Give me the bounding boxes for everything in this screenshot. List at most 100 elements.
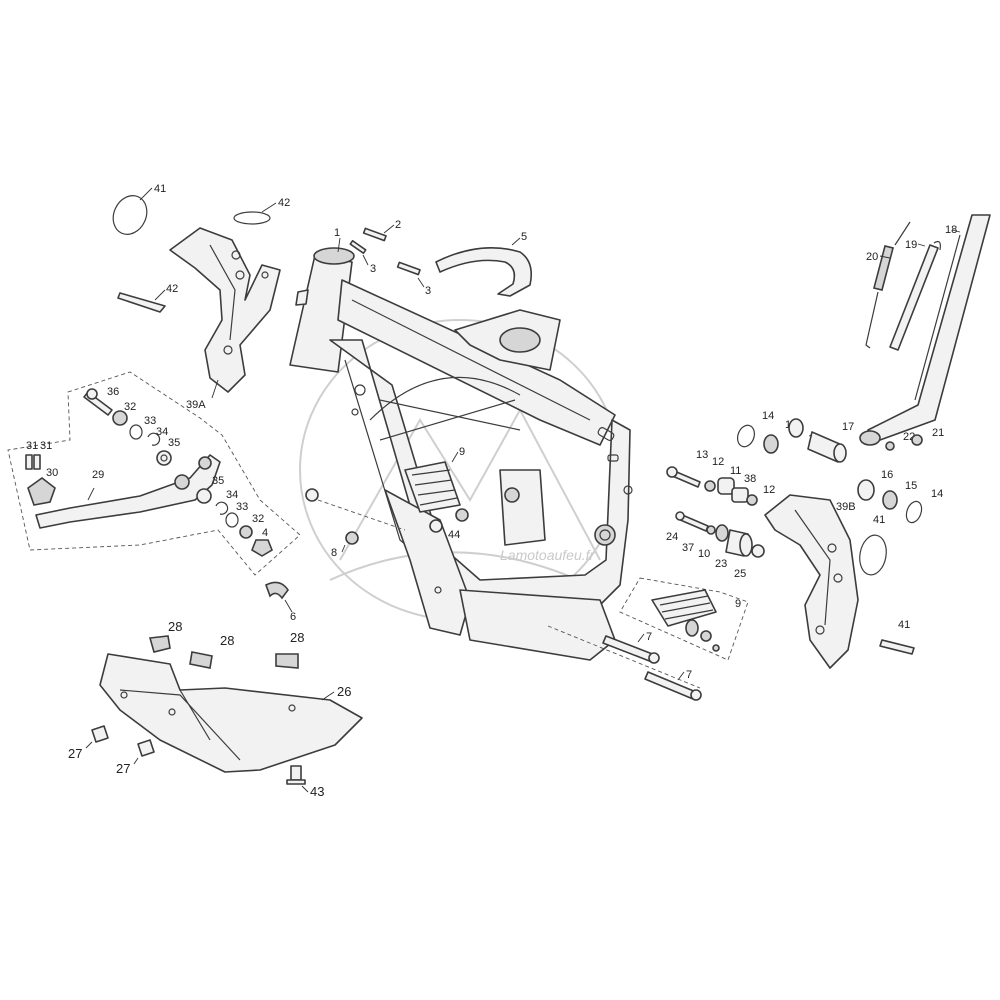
- callout-27: 27: [68, 746, 82, 761]
- callout-34: 34: [156, 426, 168, 438]
- callout-10: 10: [698, 548, 710, 560]
- callout-31: 31: [40, 440, 52, 452]
- callout-23: 23: [715, 558, 727, 570]
- part-41-clamp-ring: [859, 534, 887, 576]
- part-15-seal: [763, 434, 779, 454]
- callout-25: 25: [734, 568, 746, 580]
- part-25-bushing: [751, 544, 765, 558]
- part-13-bolt: [666, 466, 701, 488]
- part-30-pedal-tip: [27, 477, 56, 506]
- part-39b-frame-guard-right: [764, 494, 859, 669]
- part-12-nut: [746, 494, 758, 506]
- part-34-clip: [215, 501, 229, 515]
- callout-14: 14: [762, 410, 774, 422]
- callout-15: 15: [905, 480, 917, 492]
- footpeg-assembly-outline: [619, 577, 749, 661]
- part-4-nut: [251, 539, 273, 557]
- part-9-footpeg-left: [404, 451, 469, 522]
- callout-31: 31: [26, 440, 38, 452]
- part-37-washer: [706, 525, 716, 535]
- callout-36: 36: [107, 386, 119, 398]
- part-9-footpeg-right: [651, 589, 720, 652]
- callout-16: 16: [881, 469, 893, 481]
- callout-6: 6: [290, 611, 296, 623]
- axle-leader-line: [547, 625, 701, 689]
- part-16-bearing: [857, 479, 875, 501]
- part-6-clip: [265, 581, 293, 613]
- callout-1: 1: [334, 227, 340, 239]
- part-39a-frame-guard-left: [169, 227, 281, 399]
- callout-44: 44: [448, 529, 460, 541]
- callout-12: 12: [712, 456, 724, 468]
- part-3-pin: [349, 239, 369, 266]
- callout-14: 14: [931, 488, 943, 500]
- callout-19: 19: [905, 239, 917, 251]
- part-27-bolt: [133, 739, 155, 765]
- callout-9: 9: [735, 598, 741, 610]
- part-15-seal: [882, 490, 898, 510]
- part-21-nut: [911, 434, 923, 446]
- brake-pedal-assembly-outline: [7, 371, 301, 576]
- callout-7: 7: [646, 631, 652, 643]
- callout-38: 38: [744, 473, 756, 485]
- part-33-washer: [129, 424, 143, 440]
- part-33-washer: [225, 512, 239, 528]
- part-28-bracket: [275, 653, 299, 669]
- part-41-cable-tie: [879, 639, 915, 655]
- part-28-bracket: [148, 635, 171, 653]
- callout-9: 9: [459, 446, 465, 458]
- part-35-bushing: [156, 450, 172, 466]
- part-27-bolt: [85, 725, 109, 749]
- callout-28: 28: [220, 633, 234, 648]
- part-1-main-frame: [289, 237, 633, 661]
- callout-43: 43: [310, 784, 324, 799]
- part-5-handle-tube: [435, 237, 533, 297]
- callout-21: 21: [932, 427, 944, 439]
- callout-42: 42: [166, 283, 178, 295]
- part-14-washer: [905, 500, 923, 524]
- part-12-washer: [704, 480, 716, 492]
- part-7-axle-bolt: [602, 633, 660, 664]
- part-38-sleeve: [731, 487, 749, 503]
- part-32-nut: [239, 525, 253, 539]
- part-18-side-stand: [859, 214, 991, 446]
- callout-24: 24: [666, 531, 678, 543]
- part-10-bearing: [715, 524, 729, 542]
- callout-29: 29: [92, 469, 104, 481]
- part-14-washer: [736, 424, 756, 448]
- part-23-spacer: [725, 529, 753, 557]
- callout-5: 5: [521, 231, 527, 243]
- callout-37: 37: [682, 542, 694, 554]
- part-19-spring-rod: [889, 240, 941, 351]
- callout-8: 8: [331, 547, 337, 559]
- callout-39b: 39B: [836, 501, 856, 513]
- callout-32: 32: [252, 513, 264, 525]
- part-43-bolt: [286, 765, 309, 793]
- callout-35: 35: [212, 475, 224, 487]
- callout-27: 27: [116, 761, 130, 776]
- callout-39a: 39A: [186, 399, 206, 411]
- callout-35: 35: [168, 437, 180, 449]
- callout-12: 12: [763, 484, 775, 496]
- part-17-spacer: [807, 431, 847, 463]
- part-28-bracket: [189, 651, 213, 669]
- callout-4: 4: [262, 527, 268, 539]
- callout-28: 28: [168, 619, 182, 634]
- part-35-bushing: [196, 488, 212, 504]
- callout-13: 13: [696, 449, 708, 461]
- callout-20: 20: [866, 251, 878, 263]
- callout-41: 41: [873, 514, 885, 526]
- part-22-bolt: [885, 441, 895, 451]
- callout-34: 34: [226, 489, 238, 501]
- callout-26: 26: [337, 684, 351, 699]
- callout-3: 3: [370, 263, 376, 275]
- part-41-clamp-ring: [112, 187, 153, 235]
- part-34-clip: [147, 432, 161, 446]
- callout-2: 2: [395, 219, 401, 231]
- part-32-nut: [112, 410, 128, 426]
- callout-32: 32: [124, 401, 136, 413]
- callout-41: 41: [898, 619, 910, 631]
- callout-33: 33: [144, 415, 156, 427]
- part-16-bearing: [788, 418, 804, 438]
